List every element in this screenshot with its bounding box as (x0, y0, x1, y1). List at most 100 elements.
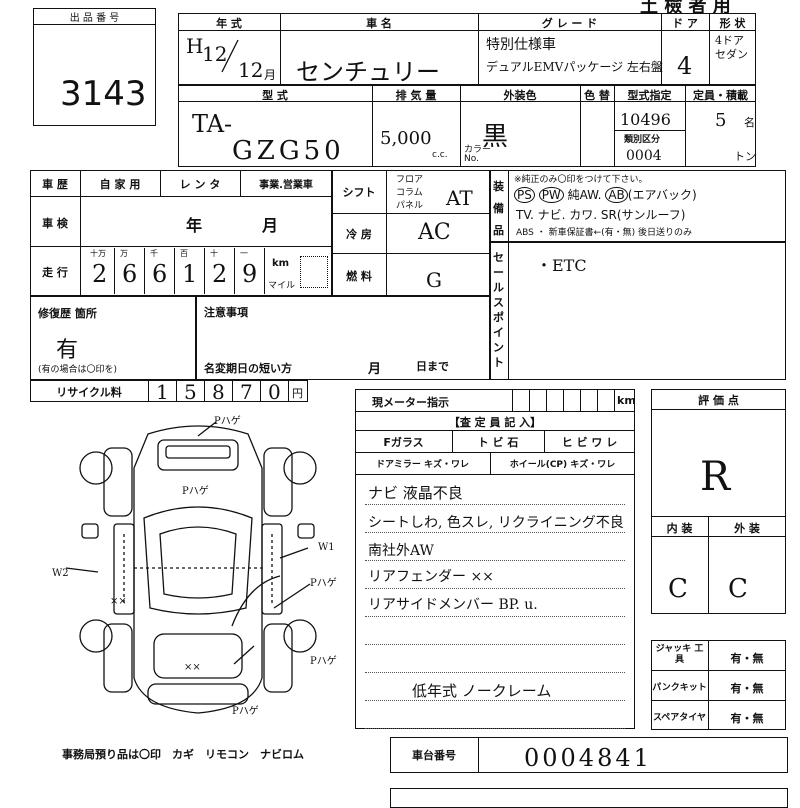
mark-top: Pハゲ (214, 415, 241, 427)
inspector-line-4: リアフェンダー ×× (368, 569, 494, 585)
mileage-digit-2: 6 (152, 260, 168, 288)
equip-pw: PW (538, 187, 564, 203)
equip-row1: PS PW 純AW. AB(エアバック) (514, 186, 697, 203)
puncture-value: 有・無 (730, 682, 764, 695)
grade-label: グ レ ー ド (541, 17, 598, 30)
capacity-ton: トン (734, 150, 756, 163)
repair-value: 有 (56, 338, 79, 363)
car-rear-bumper (147, 683, 249, 705)
recycle-digit-3: 7 (240, 380, 253, 404)
recycle-digit-0: 1 (156, 380, 169, 404)
shift-label: シフト (342, 186, 376, 199)
shift-floor: フロア (396, 175, 424, 185)
wheel-label: ホイール(CP) キズ・ワレ (509, 460, 616, 470)
notes-month: 月 (368, 362, 382, 377)
right-rear-fender (263, 623, 293, 693)
model-value: センチュリー (296, 58, 440, 86)
class-label: 類別区分 (624, 135, 661, 145)
spare-value: 有・無 (730, 712, 764, 725)
fuel-value: G (426, 268, 442, 292)
wheel-fl (79, 451, 113, 485)
inspector-line-3: 南社外AW (368, 543, 434, 559)
history-rental: レ ン タ (179, 178, 221, 191)
inspector-line-1: ナビ 液晶不良 (368, 484, 463, 502)
sale-label: セールスポイント (493, 251, 504, 369)
spare-label: スペアタイヤ (652, 713, 707, 723)
mark-left-rear-xx: ×× (110, 596, 127, 607)
grade-line2: デュアルEMVパッケージ 左右盤 (486, 60, 663, 74)
left-rear-fender (103, 623, 133, 693)
mileage-unit-4: 十 (210, 249, 218, 258)
mark-hood: Pハゲ (182, 485, 209, 497)
shift-value: AT (446, 186, 473, 210)
wheel-fr (283, 451, 317, 485)
equip-label: 装 備 品 (493, 180, 504, 237)
history-business: 事業.営業車 (259, 180, 313, 191)
mileage-unit-1: 万 (120, 249, 128, 258)
chassis-block (390, 737, 788, 773)
year-month: 12 (238, 58, 264, 82)
exterior-label: 外 装 (734, 522, 760, 535)
spec-block (332, 170, 490, 296)
tools-block (651, 640, 786, 730)
year-era: H (186, 34, 204, 58)
mileage-digit-4: 2 (212, 260, 228, 288)
car-cabin (143, 506, 253, 615)
inspector-line-5: リアサイドメンバー BP. u. (368, 597, 538, 613)
jack-value: 有・無 (730, 652, 764, 665)
jack-label: ジャッキ 工 具 (655, 644, 704, 665)
f-glass-label: Fガラス (383, 436, 424, 449)
eval-block (651, 389, 786, 614)
equip-note: ※純正のみ〇印をつけて下さい。 (514, 175, 648, 185)
doors-value: 4 (677, 52, 693, 80)
notes-label: 注意事項 (204, 306, 248, 319)
mileage-unit-0: 十万 (90, 249, 106, 258)
recycle-unit: 円 (292, 387, 303, 400)
wheel-rr (283, 619, 317, 653)
door-mirror-label: ドアミラー キズ・ワレ (376, 460, 469, 470)
repair-block (30, 296, 196, 380)
inspector-title: 【査 定 員 記 入】 (448, 416, 542, 429)
meter-km: km (617, 394, 636, 407)
sale-block (490, 242, 786, 380)
chassis-label: 車台番号 (412, 749, 456, 762)
history-label: 車 歴 (42, 178, 68, 191)
recycle-block (30, 380, 308, 402)
mileage-unit-5: 一 (240, 249, 248, 258)
color-change-label: 色 替 (584, 89, 610, 102)
type-row (178, 85, 756, 167)
equip-ps: PS (514, 187, 535, 203)
inspection-month: 月 (262, 216, 279, 235)
type-prefix: TA- (192, 110, 233, 138)
recycle-label: リサイクル料 (56, 386, 122, 399)
color-no-label: カラー No. (464, 145, 492, 164)
history-block (30, 170, 332, 296)
recycle-digit-2: 8 (212, 380, 225, 404)
notes-day: 日まで (416, 360, 449, 373)
fuel-label: 燃 料 (346, 270, 372, 283)
mileage-unit-3: 百 (180, 249, 188, 258)
shift-column: コラム (396, 188, 423, 198)
meter-label: 現メーター指示 (372, 396, 449, 409)
shape-value: 4ドア セダン (715, 34, 748, 61)
mark-bottom: Pハゲ (232, 705, 259, 717)
capacity-unit: 名 (744, 116, 755, 129)
eval-value: R (700, 454, 731, 500)
class-value: 0004 (626, 148, 662, 164)
year-year: 12 (202, 42, 228, 66)
shape-label: 形 状 (719, 17, 746, 30)
exterior-value: C (728, 574, 748, 604)
inspection-label: 車 検 (42, 217, 68, 230)
inspector-line-6: 低年式 ノークレーム (412, 682, 552, 700)
puncture-label: パンクキット (652, 683, 707, 693)
car-front-grille (157, 439, 239, 471)
office-note: 事務局預り品は〇印 カギ リモコン ナビロム (62, 748, 304, 761)
color-value: 黒 (482, 122, 509, 152)
interior-value: C (668, 574, 688, 604)
aircon-value: AC (418, 220, 451, 245)
equip-airbag: (エアバック) (627, 188, 697, 202)
history-own: 自 家 用 (99, 178, 141, 191)
mark-w1: W1 (318, 542, 335, 553)
header-title: 土 檢 者 用 (640, 0, 731, 17)
doors-label: ド ア (672, 17, 698, 30)
